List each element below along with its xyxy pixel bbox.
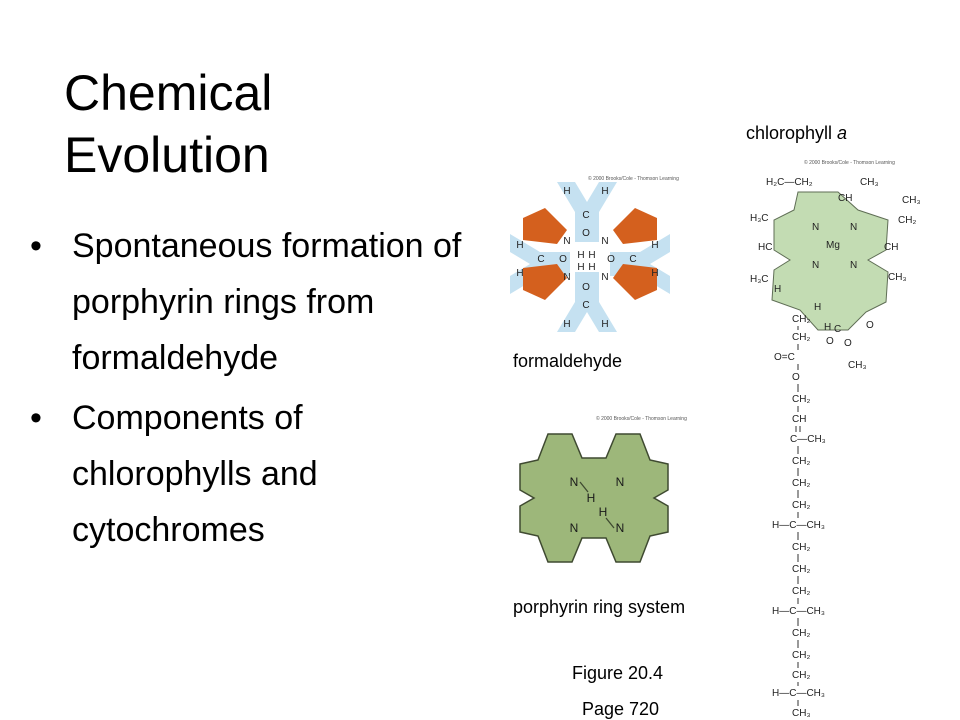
svg-text:C: C [537,254,544,265]
svg-text:H₃C: H₃C [750,213,769,224]
svg-text:H: H [651,240,658,251]
svg-text:C—CH₃: C—CH₃ [790,434,826,445]
svg-text:N: N [616,475,625,489]
svg-text:C: C [834,324,841,335]
svg-text:H: H [601,186,608,197]
svg-text:O: O [607,254,615,265]
svg-text:CH₂: CH₂ [898,215,916,226]
svg-text:C: C [629,254,636,265]
svg-text:O: O [826,336,834,347]
svg-text:CH₂: CH₂ [792,564,810,575]
porphyrin-label: porphyrin ring system [513,597,686,617]
svg-text:O=C: O=C [774,352,795,363]
svg-text:H: H [814,302,821,313]
svg-text:CH₂: CH₂ [792,542,810,553]
svg-text:CH₃: CH₃ [848,360,867,371]
copyright-note: © 2000 Brooks/Cole - Thomson Learning [588,176,679,182]
svg-text:CH₂: CH₂ [792,478,810,489]
svg-text:Mg: Mg [826,240,840,251]
svg-text:H: H [588,250,595,261]
svg-text:H—C—CH₃: H—C—CH₃ [772,688,825,699]
svg-text:H: H [516,240,523,251]
porphyrin-figure: N N HH N N [519,433,669,563]
chlorophyll-label-italic: a [837,123,848,143]
svg-text:H₃C: H₃C [750,274,769,285]
bullet-item: • Spontaneous formation of porphyrin ring… [30,218,470,386]
svg-text:H: H [774,284,781,295]
svg-text:CH₂: CH₂ [792,456,810,467]
svg-text:C: C [582,210,589,221]
svg-text:N: N [812,260,819,271]
svg-text:CH₃: CH₃ [902,195,921,206]
bullet-item: • Components of chlorophylls and cytochro… [30,390,470,558]
svg-text:CH₃: CH₃ [888,272,907,283]
formaldehyde-label: formaldehyde [513,351,623,371]
svg-text:N: N [850,260,857,271]
svg-text:H—C—CH₃: H—C—CH₃ [772,520,825,531]
svg-text:O: O [792,372,800,383]
svg-text:CH₂: CH₂ [792,670,810,681]
svg-text:N: N [601,272,608,283]
bullet-text: Components of chlorophylls and cytochrom… [72,399,318,549]
svg-text:N: N [616,521,625,535]
bullet-list: • Spontaneous formation of porphyrin ring… [30,218,470,562]
svg-text:CH₂: CH₂ [792,500,810,511]
svg-text:H: H [599,505,608,519]
svg-text:C: C [582,300,589,311]
svg-text:N: N [563,236,570,247]
bullet-dot: • [30,227,42,265]
figure-reference: Figure 20.4 [572,663,664,683]
svg-text:CH₃: CH₃ [792,708,811,719]
svg-text:H: H [516,268,523,279]
copyright-note: © 2000 Brooks/Cole - Thomson Learning [596,416,687,422]
copyright-note: © 2000 Brooks/Cole - Thomson Learning [804,160,895,166]
svg-text:H: H [587,491,596,505]
slide-title: Chemical Evolution [64,65,273,183]
svg-text:N: N [570,521,579,535]
svg-text:H: H [563,186,570,197]
svg-text:N: N [563,272,570,283]
svg-text:O: O [844,338,852,349]
bullet-text: Spontaneous formation of porphyrin rings… [72,227,462,377]
svg-text:H₂C—CH₂: H₂C—CH₂ [766,177,813,188]
svg-text:O: O [559,254,567,265]
svg-text:H—C—CH₃: H—C—CH₃ [772,606,825,617]
svg-text:N: N [601,236,608,247]
svg-text:HC: HC [758,242,772,253]
svg-text:CH: CH [884,242,898,253]
svg-text:CH₂: CH₂ [792,650,810,661]
svg-text:CH: CH [792,414,806,425]
svg-text:CH: CH [838,193,852,204]
svg-text:N: N [850,222,857,233]
svg-text:CH₂: CH₂ [792,628,810,639]
svg-text:O: O [582,228,590,239]
svg-text:O: O [582,282,590,293]
svg-text:N: N [812,222,819,233]
chlorophyll-label-text: chlorophyll [746,123,838,143]
svg-text:CH₂: CH₂ [792,394,810,405]
svg-text:H: H [563,319,570,330]
svg-text:H: H [577,250,584,261]
bullet-dot: • [30,399,42,437]
svg-text:H: H [577,262,584,273]
svg-text:CH₃: CH₃ [860,177,879,188]
svg-text:H: H [651,268,658,279]
svg-text:H: H [588,262,595,273]
svg-text:H: H [824,322,831,333]
svg-text:O: O [866,320,874,331]
svg-text:CH₂: CH₂ [792,314,810,325]
svg-text:CH₂: CH₂ [792,586,810,597]
svg-text:H: H [601,319,608,330]
chlorophyll-label: chlorophyll a [746,122,847,144]
svg-text:CH₂: CH₂ [792,332,810,343]
svg-text:N: N [570,475,579,489]
page-reference: Page 720 [582,699,660,719]
